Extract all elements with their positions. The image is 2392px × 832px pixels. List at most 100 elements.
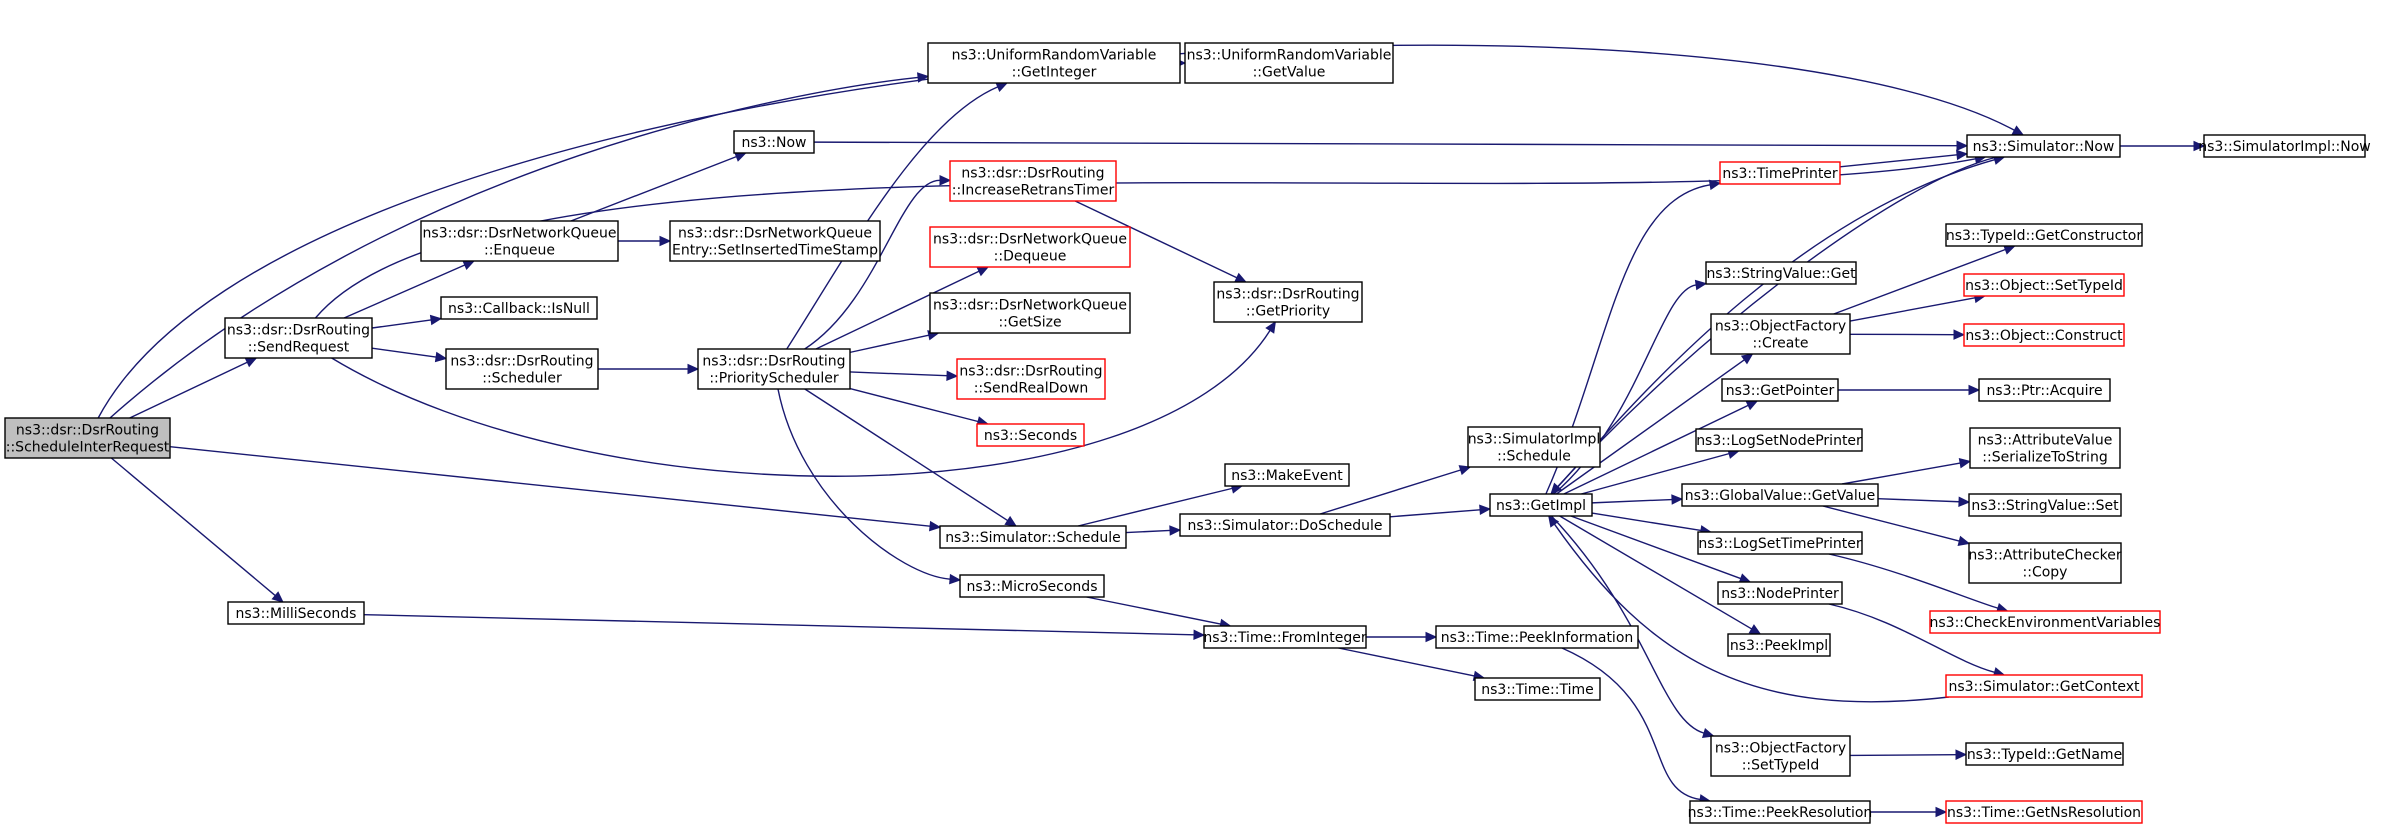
node-box [697, 348, 851, 390]
node-ns3-typeid-getconstructor[interactable]: ns3::TypeId::GetConstructor [1945, 223, 2143, 247]
edge-arrowhead [929, 520, 942, 532]
node-ns3-time-time[interactable]: ns3::Time::Time [1474, 677, 1601, 701]
node-ns3-object-settypeid[interactable]: ns3::Object::SetTypeId [1963, 273, 2125, 297]
edge-arrowhead [271, 591, 284, 603]
node-ns3-dsr-dsrrouting-sendrealdown[interactable]: ns3::dsr::DsrRouting::SendRealDown [956, 358, 1106, 400]
edge-line [110, 457, 276, 597]
node-ns3-typeid-getname[interactable]: ns3::TypeId::GetName [1965, 742, 2124, 766]
node-label: ns3::Time::PeekResolution [1688, 805, 1873, 821]
node-ns3-microseconds[interactable]: ns3::MicroSeconds [959, 574, 1105, 598]
edge-arrowhead [1550, 482, 1562, 495]
node-ns3-dsr-dsrrouting-scheduler[interactable]: ns3::dsr::DsrRouting::Scheduler [445, 348, 599, 390]
node-ns3-attributechecker-copy[interactable]: ns3::AttributeChecker::Copy [1968, 542, 2122, 584]
node-label: ns3::dsr::DsrRouting [702, 354, 845, 370]
node-label: ns3::ObjectFactory [1715, 741, 1846, 757]
node-ns3-simulator-schedule[interactable]: ns3::Simulator::Schedule [939, 525, 1127, 549]
edge-arrowhead [1458, 465, 1472, 476]
node-ns3-time-peekresolution[interactable]: ns3::Time::PeekResolution [1688, 800, 1873, 824]
edge-line [849, 371, 948, 377]
node-label: ns3::UniformRandomVariable [1187, 48, 1392, 64]
node-box [440, 296, 598, 320]
node-box [1717, 581, 1843, 605]
node-ns3-dsr-dsrrouting-getpriority[interactable]: ns3::dsr::DsrRouting::GetPriority [1213, 281, 1363, 323]
node-label: ns3::CheckEnvironmentVariables [1930, 615, 2161, 631]
node-box [1727, 633, 1831, 657]
node-ns3-dsr-dsrnetworkqueueentry-setinsertedtimestamp[interactable]: ns3::dsr::DsrNetworkQueueEntry::SetInser… [669, 220, 881, 262]
node-ns3-getpointer[interactable]: ns3::GetPointer [1721, 378, 1839, 402]
node-ns3-ptr-acquire[interactable]: ns3::Ptr::Acquire [1978, 378, 2111, 402]
node-box [1213, 281, 1363, 323]
node-label: ns3::dsr::DsrNetworkQueue [933, 232, 1127, 248]
node-ns3-simulator-now[interactable]: ns3::Simulator::Now [1966, 134, 2121, 158]
node-ns3-seconds[interactable]: ns3::Seconds [976, 423, 1085, 447]
node-label: ns3::dsr::DsrRouting [227, 323, 370, 339]
node-ns3-logsettimeprinter[interactable]: ns3::LogSetTimePrinter [1697, 531, 1863, 555]
node-label: ns3::Time::GetNsResolution [1947, 805, 2141, 821]
node-ns3-dsr-dsrrouting-sendrequest[interactable]: ns3::dsr::DsrRouting::SendRequest [224, 317, 373, 359]
node-ns3-attributevalue-serializetostring[interactable]: ns3::AttributeValue::SerializeToString [1969, 427, 2121, 469]
edge-line [1822, 505, 1960, 542]
edge-simNow-to-simImplNow [2120, 140, 2206, 152]
node-label: ns3::Simulator::Now [1973, 139, 2115, 155]
node-box [1224, 463, 1350, 487]
node-ns3-dsr-dsrnetworkqueue-enqueue[interactable]: ns3::dsr::DsrNetworkQueue::Enqueue [420, 220, 619, 262]
node-label: ns3::SimulatorImpl [1468, 432, 1601, 448]
edge-arrowhead [1956, 140, 1969, 151]
node-label: ns3::dsr::DsrRouting [450, 354, 593, 370]
node-ns3-callback-isnull[interactable]: ns3::Callback::IsNull [440, 296, 598, 320]
node-ns3-peekimpl[interactable]: ns3::PeekImpl [1727, 633, 1831, 657]
node-ns3-simulatorimpl-schedule[interactable]: ns3::SimulatorImpl::Schedule [1467, 426, 1601, 468]
node-ns3-objectfactory-create[interactable]: ns3::ObjectFactory::Create [1710, 313, 1851, 355]
node-ns3-stringvalue-set[interactable]: ns3::StringValue::Set [1968, 493, 2122, 517]
node-box [2203, 134, 2366, 158]
edge-enqueue-to-setInserted [618, 235, 672, 247]
node-ns3-objectfactory-settypeid[interactable]: ns3::ObjectFactory::SetTypeId [1710, 735, 1851, 777]
edge-line [786, 86, 999, 350]
node-ns3-dsr-dsrrouting-scheduleinterrequest[interactable]: ns3::dsr::DsrRouting::ScheduleInterReque… [4, 417, 171, 459]
node-ns3-globalvalue-getvalue[interactable]: ns3::GlobalValue::GetValue [1681, 483, 1879, 507]
node-ns3-time-getnsresolution[interactable]: ns3::Time::GetNsResolution [1945, 800, 2143, 824]
call-graph-edges [97, 44, 2206, 818]
edge-arrowhead [1234, 272, 1247, 283]
node-label: ns3::Time::PeekInformation [1441, 630, 1634, 646]
edge-prioSched-to-getSize [849, 330, 940, 354]
node-box [956, 358, 1106, 400]
node-ns3-simulatorimpl-now[interactable]: ns3::SimulatorImpl::Now [2198, 134, 2371, 158]
edge-arrowhead [1958, 496, 1971, 508]
node-ns3-stringvalue-get[interactable]: ns3::StringValue::Get [1705, 261, 1857, 285]
edge-microSeconds-to-fromInteger [1086, 596, 1232, 630]
node-ns3-object-construct[interactable]: ns3::Object::Construct [1963, 323, 2125, 347]
node-ns3-checkenvironmentvariables[interactable]: ns3::CheckEnvironmentVariables [1929, 610, 2161, 634]
node-ns3-uniformrandomvariable-getinteger[interactable]: ns3::UniformRandomVariable::GetInteger [927, 42, 1181, 84]
node-label: ns3::MicroSeconds [966, 579, 1097, 595]
node-ns3-dsr-dsrrouting-priorityscheduler[interactable]: ns3::dsr::DsrRouting::PriorityScheduler [697, 348, 851, 390]
edge-line [371, 319, 432, 329]
edge-line [804, 388, 1009, 522]
node-label: ns3::GetImpl [1496, 498, 1586, 514]
node-ns3-uniformrandomvariable-getvalue[interactable]: ns3::UniformRandomVariable::GetValue [1184, 42, 1394, 84]
node-ns3-dsr-dsrrouting-increaseretranstimer[interactable]: ns3::dsr::DsrRouting::IncreaseRetransTim… [949, 160, 1117, 202]
node-ns3-getimpl[interactable]: ns3::GetImpl [1489, 493, 1593, 517]
node-label: ns3::AttributeChecker [1968, 548, 2122, 564]
edge-getImpl-to-logSetTime [1591, 512, 1713, 536]
edge-getContext-to-getImpl [1548, 515, 1949, 703]
node-box [1929, 610, 2161, 634]
edge-line [1319, 469, 1461, 515]
node-ns3-logsetnodeprinter[interactable]: ns3::LogSetNodePrinter [1695, 428, 1863, 452]
node-ns3-makeevent[interactable]: ns3::MakeEvent [1224, 463, 1350, 487]
node-ns3-dsr-dsrnetworkqueue-getsize[interactable]: ns3::dsr::DsrNetworkQueue::GetSize [929, 292, 1131, 334]
edge-line [129, 361, 248, 419]
node-box [976, 423, 1085, 447]
node-ns3-timeprinter[interactable]: ns3::TimePrinter [1719, 161, 1841, 185]
node-ns3-time-frominteger[interactable]: ns3::Time::FromInteger [1203, 625, 1367, 649]
node-label: ns3::Ptr::Acquire [1986, 383, 2102, 399]
node-ns3-nodeprinter[interactable]: ns3::NodePrinter [1717, 581, 1843, 605]
node-label: ns3::PeekImpl [1730, 638, 1828, 654]
node-ns3-now[interactable]: ns3::Now [733, 130, 815, 154]
node-ns3-milliseconds[interactable]: ns3::MilliSeconds [227, 601, 365, 625]
node-ns3-simulator-doschedule[interactable]: ns3::Simulator::DoSchedule [1179, 513, 1391, 537]
node-ns3-simulator-getcontext[interactable]: ns3::Simulator::GetContext [1945, 674, 2143, 698]
node-ns3-dsr-dsrnetworkqueue-dequeue[interactable]: ns3::dsr::DsrNetworkQueue::Dequeue [929, 226, 1131, 268]
node-ns3-time-peekinformation[interactable]: ns3::Time::PeekInformation [1435, 625, 1639, 649]
